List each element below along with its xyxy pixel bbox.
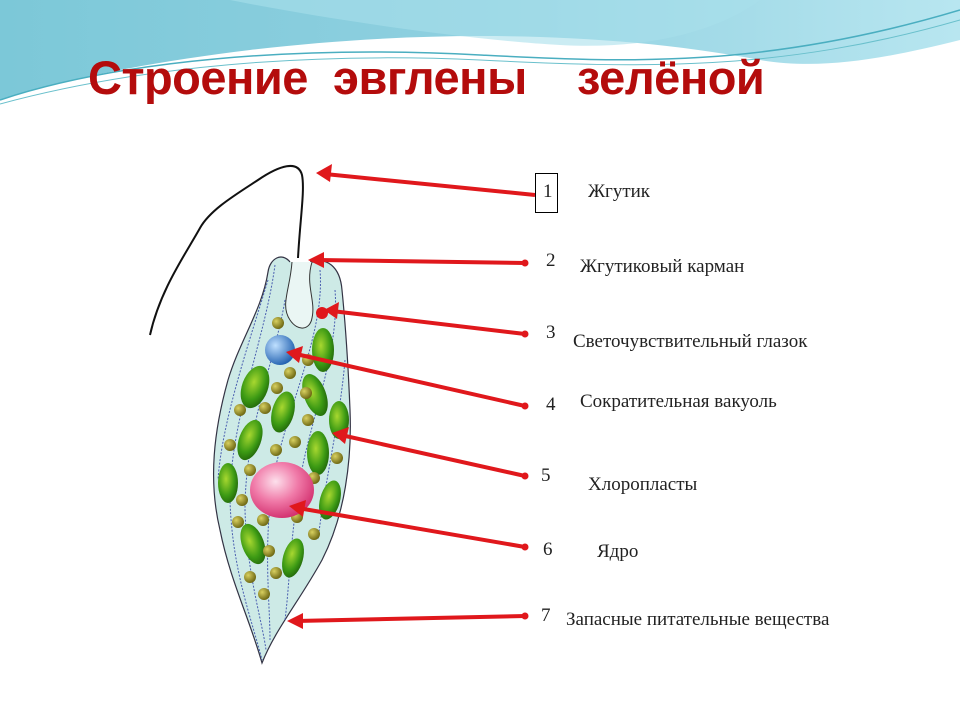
label-text: Запасные питательные вещества [566, 609, 830, 630]
arrow-3 [324, 302, 529, 338]
eyespot [316, 307, 328, 319]
label-number: 3 [546, 322, 556, 343]
flagellum [149, 165, 304, 336]
arrow-7 [287, 612, 529, 629]
label-number: 7 [541, 605, 551, 626]
label-number: 1 [543, 181, 553, 202]
label-text: Сократительная вакуоль [580, 391, 777, 412]
label-text: Хлоропласты [588, 474, 698, 495]
label-text: Светочувствительный глазок [573, 331, 808, 352]
slide-title: Строение эвглены зелёной [88, 51, 765, 104]
contractile-vacuole [265, 335, 295, 365]
label-text: Ядро [597, 541, 639, 562]
label-number: 2 [546, 250, 556, 271]
label-number: 4 [546, 394, 556, 415]
label-1-box [535, 173, 558, 213]
euglena-diagram [149, 165, 351, 665]
arrow-1 [316, 164, 536, 197]
label-text: Жгутиковый карман [580, 256, 745, 277]
pointer-arrows [286, 164, 536, 629]
label-text: Жгутик [588, 181, 651, 202]
arrow-4 [286, 346, 529, 410]
label-number: 5 [541, 465, 551, 486]
arrow-5 [332, 427, 529, 480]
arrow-2 [308, 252, 529, 268]
arrow-6 [289, 500, 529, 551]
label-number: 6 [543, 539, 553, 560]
